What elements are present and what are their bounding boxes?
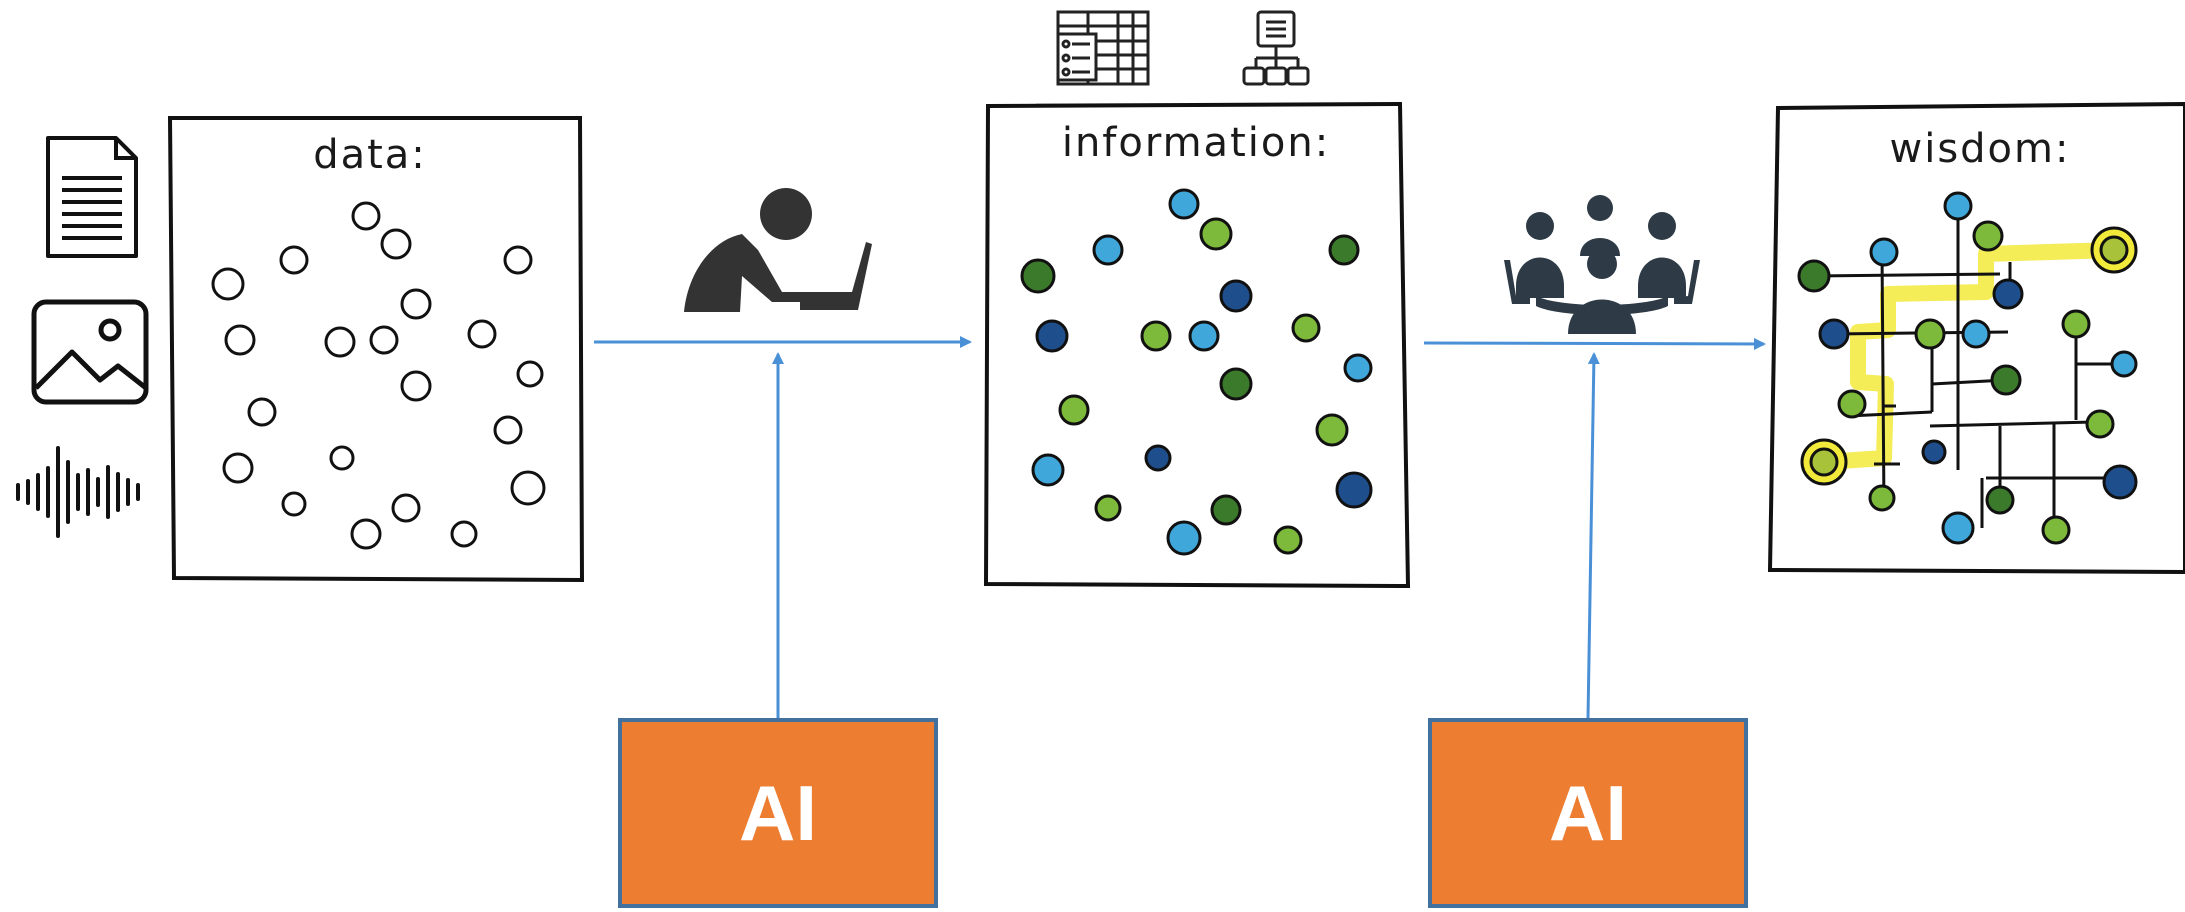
arrow-ai-2-to-process [1586, 352, 1600, 719]
information-point [1199, 217, 1233, 251]
data-point [510, 470, 546, 506]
wisdom-node [1809, 447, 1839, 477]
wisdom-node [1985, 485, 2015, 515]
wisdom-node [1797, 259, 1831, 293]
wisdom-node [1990, 364, 2022, 396]
data-point [329, 445, 355, 471]
wisdom-node [2099, 235, 2129, 265]
wisdom-node [1972, 220, 2004, 252]
information-panel-title: information: [1062, 120, 1330, 166]
data-panel-title: data: [313, 132, 427, 178]
information-point [1343, 353, 1373, 383]
information-point [1020, 258, 1056, 294]
wisdom-node [1837, 389, 1867, 419]
information-point [1058, 394, 1090, 426]
data-point [351, 201, 381, 231]
data-point [222, 452, 254, 484]
ai-box-2-label: AI [1549, 768, 1627, 857]
arrow-information-to-wisdom [1423, 337, 1766, 350]
information-point [1166, 520, 1202, 556]
wisdom-panel: wisdom: [1767, 101, 2185, 575]
data-point [400, 288, 432, 320]
ai-box-2: AI [1428, 718, 1748, 908]
data-point [400, 370, 432, 402]
information-point [1092, 234, 1124, 266]
document-icon [46, 136, 138, 258]
wisdom-points [1797, 191, 2138, 545]
information-point [1219, 367, 1253, 401]
information-point [1094, 494, 1122, 522]
information-point [1219, 279, 1253, 313]
data-point [503, 245, 533, 275]
image-icon [31, 299, 149, 405]
ai-box-1-label: AI [739, 768, 817, 857]
data-point [324, 326, 356, 358]
information-point [1315, 413, 1349, 447]
data-point [211, 267, 245, 301]
information-point [1031, 453, 1065, 487]
wisdom-panel-title: wisdom: [1890, 126, 2071, 172]
wisdom-node [2041, 515, 2071, 545]
data-point [516, 360, 544, 388]
data-point [380, 228, 412, 260]
data-points [211, 201, 546, 550]
wisdom-node [1869, 237, 1899, 267]
table-icon [1056, 10, 1150, 86]
information-panel: information: [983, 101, 1411, 589]
data-panel: data: [167, 116, 585, 583]
data-point [493, 415, 523, 445]
hierarchy-icon [1242, 10, 1310, 86]
information-point [1188, 320, 1220, 352]
information-point [1144, 444, 1172, 472]
information-point [1291, 313, 1321, 343]
wisdom-node [1921, 439, 1947, 465]
information-point [1335, 471, 1373, 509]
wisdom-node [2110, 350, 2138, 378]
audio-waveform-icon [16, 446, 140, 538]
data-point [467, 319, 497, 349]
wisdom-node [2061, 309, 2091, 339]
ai-box-1: AI [618, 718, 938, 908]
wisdom-node [2102, 464, 2138, 500]
wisdom-node [1961, 319, 1991, 349]
data-point [281, 491, 307, 517]
information-point [1328, 234, 1360, 266]
wisdom-node [1943, 191, 1973, 221]
data-point [369, 325, 399, 355]
information-point [1210, 494, 1242, 526]
data-point [279, 245, 309, 275]
team-meeting-icon [1504, 195, 1700, 334]
wisdom-node [1941, 511, 1975, 545]
wisdom-node [1818, 318, 1850, 350]
person-at-laptop-icon [684, 188, 872, 312]
information-point [1168, 188, 1200, 220]
wisdom-node [1914, 318, 1946, 350]
information-point [1035, 319, 1069, 353]
data-point [350, 518, 382, 550]
wisdom-node [1992, 278, 2024, 310]
data-point [450, 520, 478, 548]
information-point [1273, 525, 1303, 555]
wisdom-node [1868, 484, 1896, 512]
wisdom-node [2085, 409, 2115, 439]
data-point [391, 493, 421, 523]
information-point [1140, 320, 1172, 352]
information-points [1020, 188, 1373, 556]
data-point [247, 397, 277, 427]
data-point [224, 324, 256, 356]
